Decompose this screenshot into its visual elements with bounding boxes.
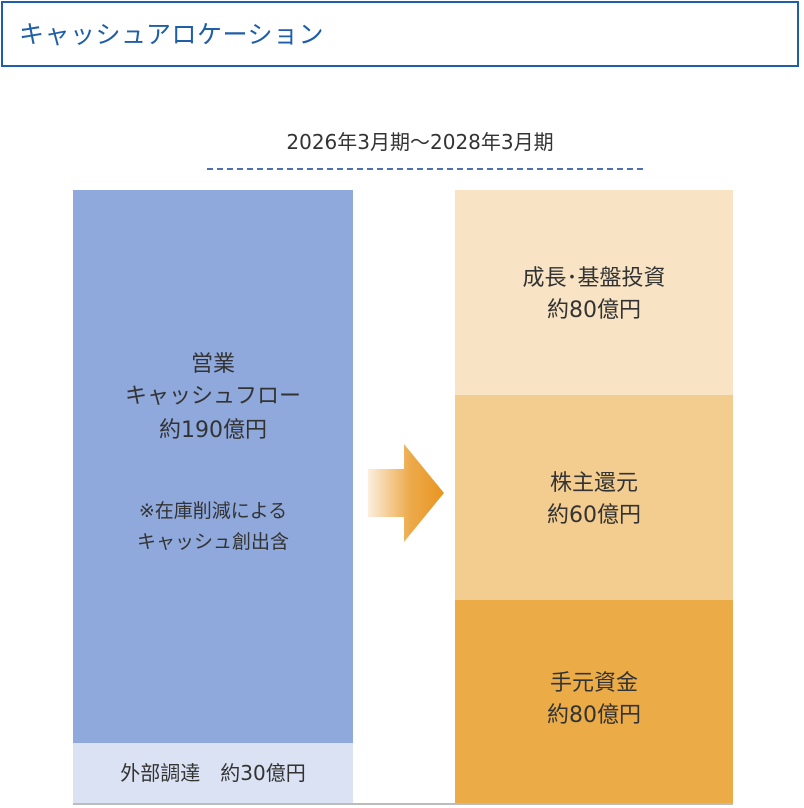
growth-investment-label: 成長･基盤投資: [522, 266, 666, 291]
operating-cf-amount: 約190億円: [159, 418, 267, 443]
period-divider: [207, 168, 643, 170]
period-label: 2026年3月期～2028年3月期: [286, 130, 554, 154]
growth-investment-block: 成長･基盤投資 約80億円: [455, 190, 733, 395]
shareholder-return-label: 株主還元: [549, 471, 638, 496]
right-arrow-icon: [368, 444, 444, 542]
cash-on-hand-block: 手元資金 約80億円: [455, 600, 733, 803]
page-title: キャッシュアロケーション: [19, 20, 325, 49]
baseline: [73, 803, 733, 805]
operating-cf-label-line2: キャッシュフロー: [124, 384, 301, 409]
title-box: キャッシュアロケーション: [1, 1, 799, 67]
operating-cash-flow-block: 営業 キャッシュフロー 約190億円 ※在庫削減による キャッシュ創出含: [73, 190, 353, 743]
cash-on-hand-amount: 約80億円: [547, 703, 641, 728]
operating-cf-label-line1: 営業: [190, 352, 235, 377]
inventory-note-line1: ※在庫削減による: [138, 500, 288, 522]
external-financing-block: 外部調達 約30億円: [73, 743, 353, 803]
cash-on-hand-label: 手元資金: [549, 671, 638, 696]
shareholder-return-amount: 約60億円: [547, 503, 641, 528]
external-financing-label: 外部調達 約30億円: [120, 761, 306, 785]
shareholder-return-block: 株主還元 約60億円: [455, 395, 733, 600]
inventory-note-line2: キャッシュ創出含: [136, 531, 289, 553]
growth-investment-amount: 約80億円: [547, 298, 641, 323]
